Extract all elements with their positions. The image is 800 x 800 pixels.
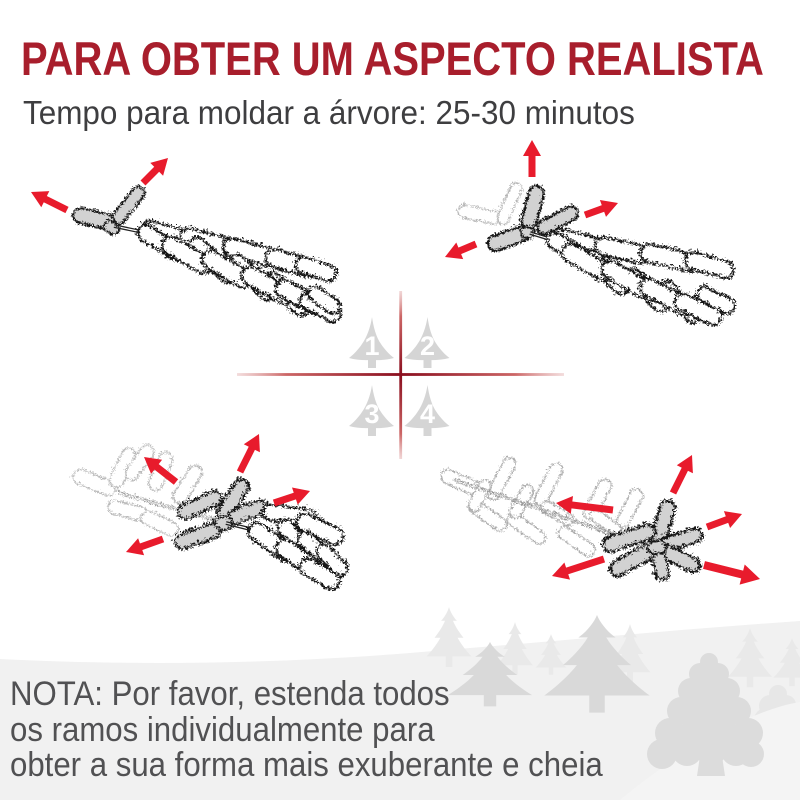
svg-text:4: 4: [420, 399, 435, 429]
svg-text:3: 3: [364, 399, 379, 429]
svg-text:1: 1: [364, 331, 379, 361]
svg-text:2: 2: [420, 331, 435, 361]
